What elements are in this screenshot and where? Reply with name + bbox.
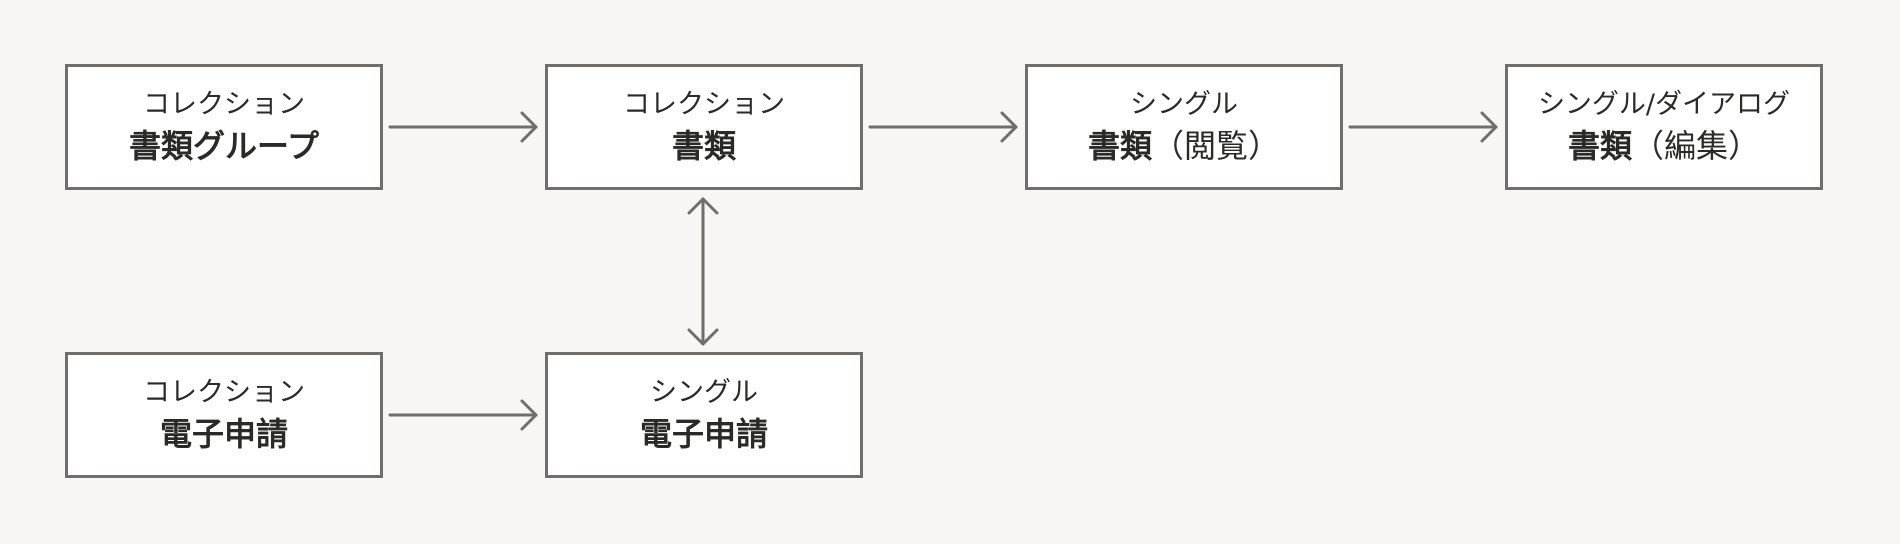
node-kind-label: シングル/ダイアログ	[1537, 89, 1791, 120]
node-title: 書類グループ	[129, 124, 319, 168]
node-collection-e-applications: コレクション 電子申請	[65, 352, 383, 478]
arrow-view-to-edit	[1348, 111, 1498, 143]
node-title-main: 書類	[671, 127, 736, 165]
arrow-docs-to-view	[868, 111, 1018, 143]
node-single-e-application: シングル 電子申請	[545, 352, 863, 478]
node-title-main: 電子申請	[159, 415, 288, 453]
node-collection-document-group: コレクション 書類グループ	[65, 64, 383, 190]
node-kind-label: コレクション	[143, 89, 305, 120]
node-title: 書類（閲覧）	[1088, 124, 1280, 168]
node-title: 書類（編集）	[1568, 124, 1760, 168]
node-title-main: 書類	[1087, 127, 1152, 165]
node-kind-label: シングル	[1130, 89, 1238, 120]
node-title: 書類	[672, 124, 736, 168]
node-collection-documents: コレクション 書類	[545, 64, 863, 190]
node-kind-label: コレクション	[623, 89, 785, 120]
arrow-group-to-docs	[388, 111, 538, 143]
node-title-sub: （編集）	[1632, 127, 1761, 165]
node-title: 電子申請	[640, 412, 768, 456]
node-title-main: 書類	[1567, 127, 1632, 165]
node-kind-label: シングル	[650, 377, 758, 408]
node-single-dialog-document-edit: シングル/ダイアログ 書類（編集）	[1505, 64, 1823, 190]
node-title: 電子申請	[160, 412, 288, 456]
node-kind-label: コレクション	[143, 377, 305, 408]
node-title-sub: （閲覧）	[1152, 127, 1281, 165]
node-single-document-view: シングル 書類（閲覧）	[1025, 64, 1343, 190]
arrow-docs-e-app-bidirectional	[687, 197, 719, 346]
node-title-main: 電子申請	[639, 415, 768, 453]
node-title-main: 書類グループ	[128, 127, 320, 165]
arrow-e-apps-to-e-app	[388, 399, 538, 431]
